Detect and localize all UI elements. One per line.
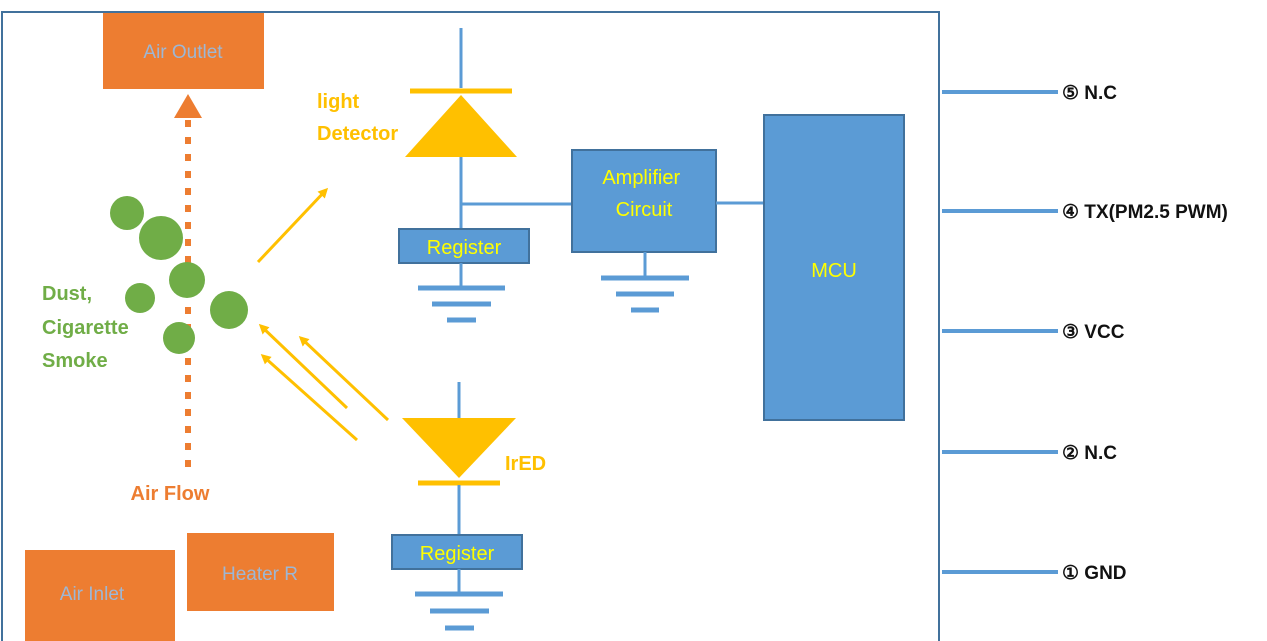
heater-label: Heater R [222, 564, 298, 585]
scattered-light-arrow [256, 187, 329, 264]
pin-2: ② N.C [942, 443, 1117, 464]
register-bottom-label: Register [420, 543, 495, 565]
light-detector-symbol [405, 28, 517, 229]
register-bottom: Register [391, 534, 523, 570]
ired-label: IrED [505, 453, 546, 475]
pin-1: ① GND [942, 563, 1127, 584]
air-outlet-label: Air Outlet [143, 42, 223, 63]
amplifier-circuit-box: Amplifier Circuit [571, 149, 717, 253]
dust-particles [110, 196, 248, 354]
ground-symbol-bottom [415, 569, 503, 631]
register-top: Register [398, 228, 530, 264]
sensor-module-frame [1, 11, 940, 641]
pin-2-label: ② N.C [1062, 443, 1117, 464]
air-inlet-box: Air Inlet [25, 550, 175, 641]
heater-box: Heater R [187, 533, 334, 611]
pin-4-label: ④ TX(PM2.5 PWM) [1062, 202, 1228, 223]
dust-label: Dust, Cigarette Smoke [42, 283, 134, 372]
ground-symbol-top [418, 263, 505, 323]
air-outlet-box: Air Outlet [103, 13, 264, 89]
ired-symbol [402, 382, 516, 535]
pin-5: ⑤ N.C [942, 83, 1117, 104]
ground-symbol-amplifier [601, 252, 689, 313]
pin-4: ④ TX(PM2.5 PWM) [942, 202, 1228, 223]
amplifier-label: Amplifier Circuit [602, 167, 685, 221]
air-flow-label: Air Flow [131, 483, 210, 505]
register-top-label: Register [427, 237, 502, 259]
light-detector-label: light Detector [317, 91, 398, 145]
pin-3-label: ③ VCC [1062, 322, 1125, 343]
mcu-label: MCU [811, 260, 857, 282]
pin-3: ③ VCC [942, 322, 1125, 343]
pin-5-label: ⑤ N.C [1062, 83, 1117, 104]
air-inlet-label: Air Inlet [60, 584, 125, 605]
ir-light-arrows [258, 323, 390, 442]
mcu-box: MCU [763, 114, 905, 421]
pin-1-label: ① GND [1062, 563, 1127, 584]
